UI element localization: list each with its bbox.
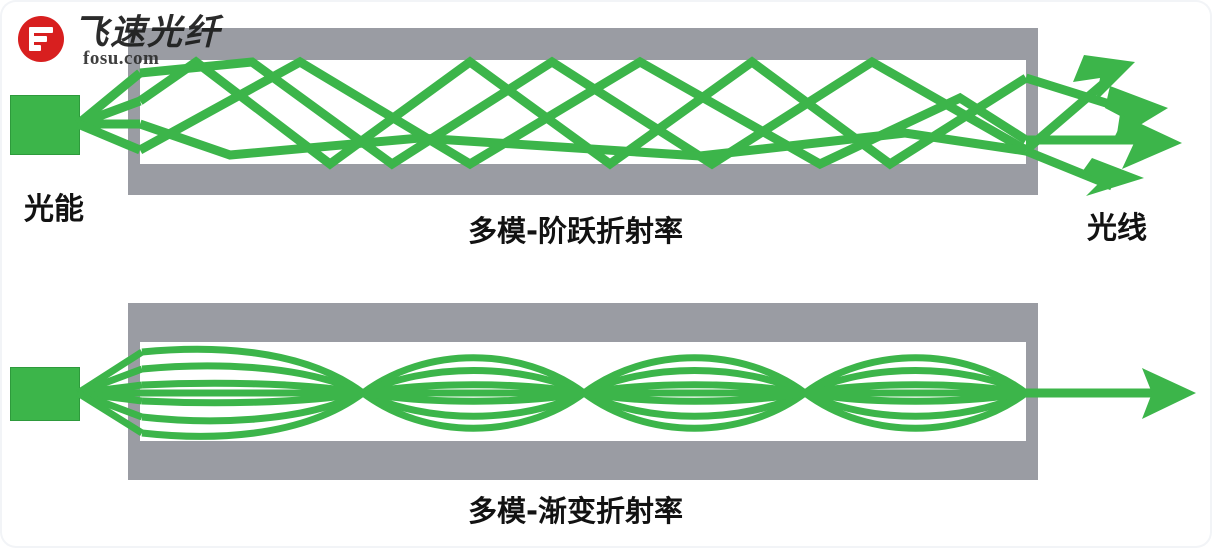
label-light-ray: 光线 (1087, 211, 1147, 246)
caption-step-index: 多模-阶跃折射率 (468, 214, 684, 248)
logo-text-block: 飞速光纤 fosu.com (73, 12, 222, 69)
caption-graded-index: 多模-渐变折射率 (468, 494, 684, 528)
fiber-cladding-step-index (128, 28, 1038, 195)
label-light-energy: 光能 (24, 192, 84, 227)
brand-logo: 飞速光纤 fosu.com (18, 12, 221, 74)
fiber-cladding-graded-index (128, 303, 1038, 480)
light-source-box-graded-index (10, 367, 80, 421)
fiber-core-graded-index (140, 342, 1026, 441)
logo-domain-text: fosu.com (83, 48, 160, 69)
logo-chinese-name: 飞速光纤 (73, 13, 222, 53)
fiber-core-step-index (140, 60, 1026, 164)
logo-mark-icon (18, 16, 64, 62)
light-source-box-step-index (10, 95, 80, 155)
